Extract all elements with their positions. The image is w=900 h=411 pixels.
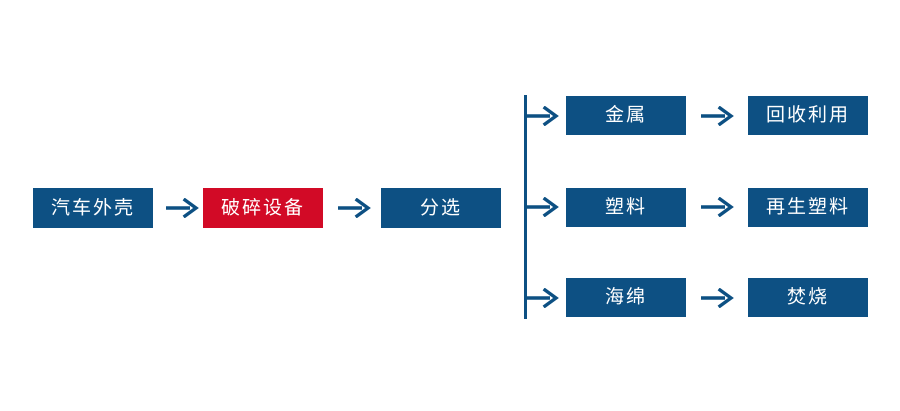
- node-metal[interactable]: 金属: [566, 96, 686, 135]
- arrow-right-icon-branch-plastic: [526, 197, 560, 217]
- node-crushing-equipment[interactable]: 破碎设备: [203, 188, 323, 228]
- node-sorting[interactable]: 分选: [381, 188, 501, 228]
- arrow-right-icon-chain-2: [338, 198, 372, 218]
- arrow-right-icon-sponge-to-incineration: [701, 288, 735, 308]
- node-incineration[interactable]: 焚烧: [748, 278, 868, 317]
- arrow-right-icon-branch-sponge: [526, 288, 560, 308]
- arrow-right-icon-branch-metal: [526, 106, 560, 126]
- arrow-right-icon-plastic-to-regen: [701, 197, 735, 217]
- arrow-right-icon-metal-to-reuse: [701, 106, 735, 126]
- branch-trunk-line: [524, 95, 527, 319]
- node-regenerated-plastic[interactable]: 再生塑料: [748, 188, 868, 227]
- node-sponge[interactable]: 海绵: [566, 278, 686, 317]
- node-car-shell[interactable]: 汽车外壳: [33, 188, 153, 228]
- arrow-right-icon-chain-1: [166, 198, 200, 218]
- node-recycle-reuse[interactable]: 回收利用: [748, 96, 868, 135]
- node-plastic[interactable]: 塑料: [566, 188, 686, 227]
